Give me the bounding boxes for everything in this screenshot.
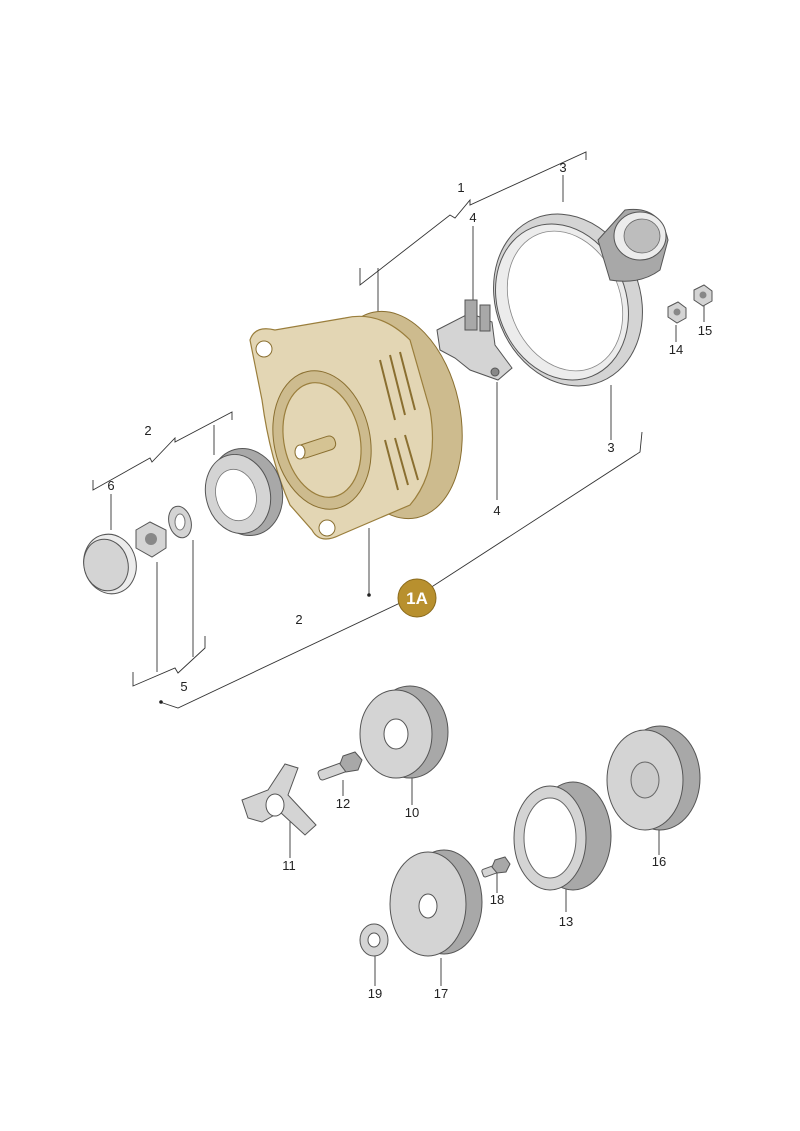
cooling-shroud-icon [493,208,669,387]
cap-icon [83,533,137,595]
callout-12: 12 [336,796,350,811]
callout-4-bottom: 4 [493,503,500,518]
alternator-icon [249,310,463,540]
bolt-icon [481,856,511,878]
part-badge-1a[interactable]: 1A [397,578,437,618]
voltage-regulator-icon [436,299,513,381]
callout-14: 14 [669,342,683,357]
callout-17: 17 [434,986,448,1001]
callout-labels: 1 3 4 14 15 2 3 6 4 2 5 12 10 11 16 18 1… [107,160,712,1001]
callout-10: 10 [405,805,419,820]
nut-icon [667,301,687,324]
hub-flange-icon [359,685,449,779]
callout-1: 1 [457,180,464,195]
callout-5: 5 [180,679,187,694]
callout-3-top: 3 [559,160,566,175]
nut-icon [135,521,167,558]
badge-circle [397,578,437,618]
washer-icon [168,505,192,539]
callout-6: 6 [107,478,114,493]
callout-11: 11 [282,858,296,873]
drive-gear-icon [389,849,483,957]
callout-15: 15 [698,323,712,338]
leader-lines [92,151,705,986]
callout-3-bottom: 3 [607,440,614,455]
callout-4-top: 4 [469,210,476,225]
callout-2-top: 2 [144,423,151,438]
pulley-icon [204,447,284,537]
seal-ring-icon [359,923,389,957]
callout-2-bottom: 2 [295,612,302,627]
nut-icon [693,284,713,307]
callout-19: 19 [368,986,382,1001]
spider-bracket-icon [241,763,317,836]
callout-18: 18 [490,892,504,907]
gear-icon [606,725,701,831]
bolt-icon [317,751,363,781]
gear-ring-icon [513,781,612,891]
callout-16: 16 [652,854,666,869]
callout-13: 13 [559,914,573,929]
badge-label: 1A [406,589,428,608]
